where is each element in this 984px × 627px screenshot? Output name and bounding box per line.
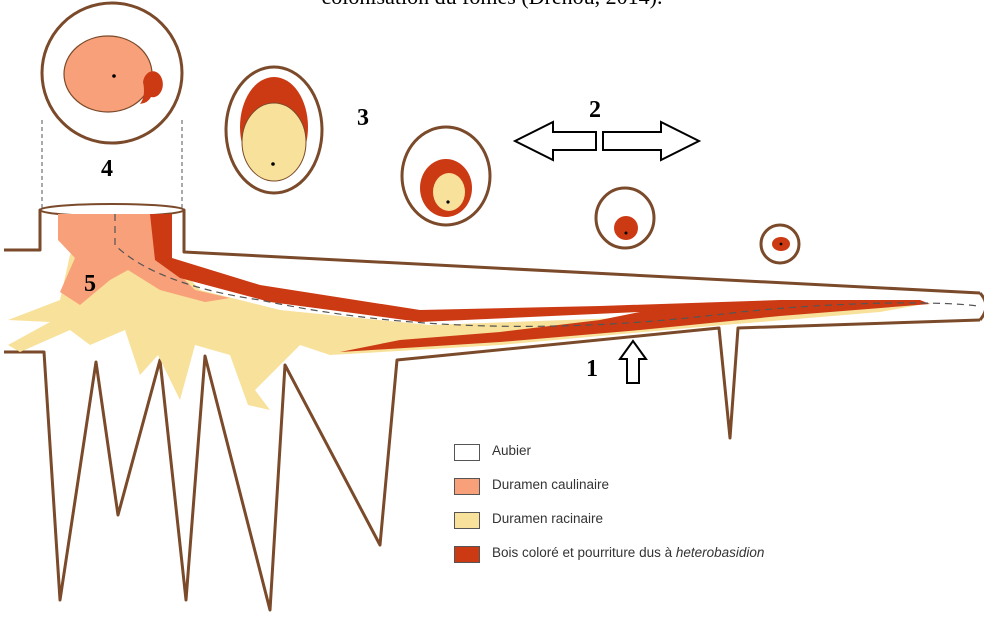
legend-item-bois-colore: Bois coloré et pourriture dus à heteroba… (454, 542, 874, 576)
cross-section-middle (402, 127, 490, 225)
legend-label: Duramen caulinaire (492, 477, 609, 492)
legend-swatch (454, 478, 480, 495)
legend-label: Duramen racinaire (492, 511, 603, 526)
label-5: 5 (84, 271, 96, 298)
legend-label: Aubier (492, 443, 531, 458)
label-4: 4 (101, 156, 113, 183)
label-1: 1 (586, 356, 598, 383)
legend-swatch (454, 444, 480, 461)
cross-section-tiny (761, 225, 799, 263)
cross-section-3 (226, 67, 322, 193)
legend-label-text: Bois coloré et pourriture dus à (492, 545, 676, 560)
legend-swatch (454, 512, 480, 529)
legend-label-italic: heterobasidion (676, 545, 765, 560)
up-arrow-icon (620, 341, 646, 383)
label-2: 2 (589, 97, 601, 124)
legend-swatch (454, 546, 480, 563)
legend-label-decay: Bois coloré et pourriture dus à heteroba… (492, 545, 764, 560)
legend-item-duramen-caulinaire: Duramen caulinaire (454, 474, 874, 508)
cross-section-small (596, 188, 654, 248)
label-3: 3 (357, 105, 369, 132)
legend: Aubier Duramen caulinaire Duramen racina… (454, 440, 874, 576)
cross-section-4 (42, 3, 182, 143)
double-arrow-icon (515, 122, 699, 160)
legend-item-duramen-racinaire: Duramen racinaire (454, 508, 874, 542)
figure-caption: colonisation du fomès (Drénou, 2014). (0, 0, 984, 10)
legend-item-aubier: Aubier (454, 440, 874, 474)
